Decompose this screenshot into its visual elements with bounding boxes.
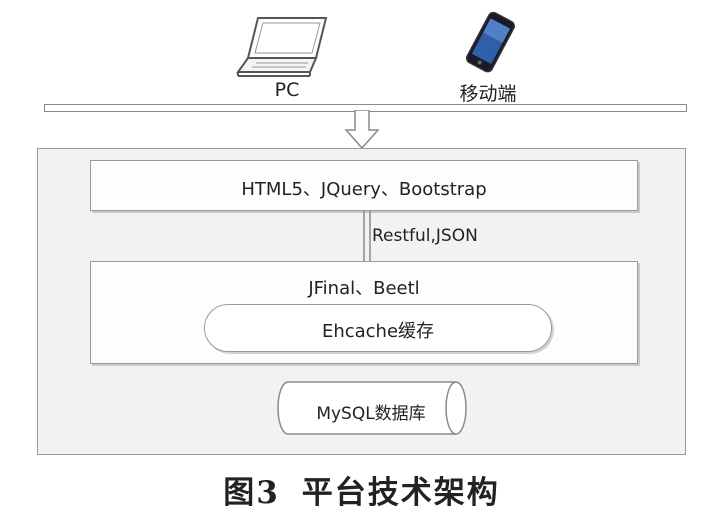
frontend-layer: HTML5、JQuery、Bootstrap <box>90 160 638 211</box>
cylinder-icon <box>274 378 470 442</box>
figure-caption: 图3 平台技术架构 <box>0 467 723 512</box>
smartphone-icon <box>455 10 525 76</box>
frontend-label: HTML5、JQuery、Bootstrap <box>241 179 487 200</box>
connector-line <box>360 211 374 265</box>
connector-label: Restful,JSON <box>372 226 478 246</box>
cache-label: Ehcache缓存 <box>321 321 435 342</box>
backend-label: JFinal、Beetl <box>308 278 420 299</box>
mobile-label: 移动端 <box>459 83 517 105</box>
pc-label: PC <box>274 79 300 101</box>
figure-number: 图3 <box>223 475 280 511</box>
cache-pill: Ehcache缓存 <box>204 304 552 352</box>
database-label: MySQL数据库 <box>316 404 426 424</box>
figure-title: 平台技术架构 <box>301 475 500 511</box>
down-arrow-icon <box>344 109 380 154</box>
laptop-icon <box>234 14 334 80</box>
